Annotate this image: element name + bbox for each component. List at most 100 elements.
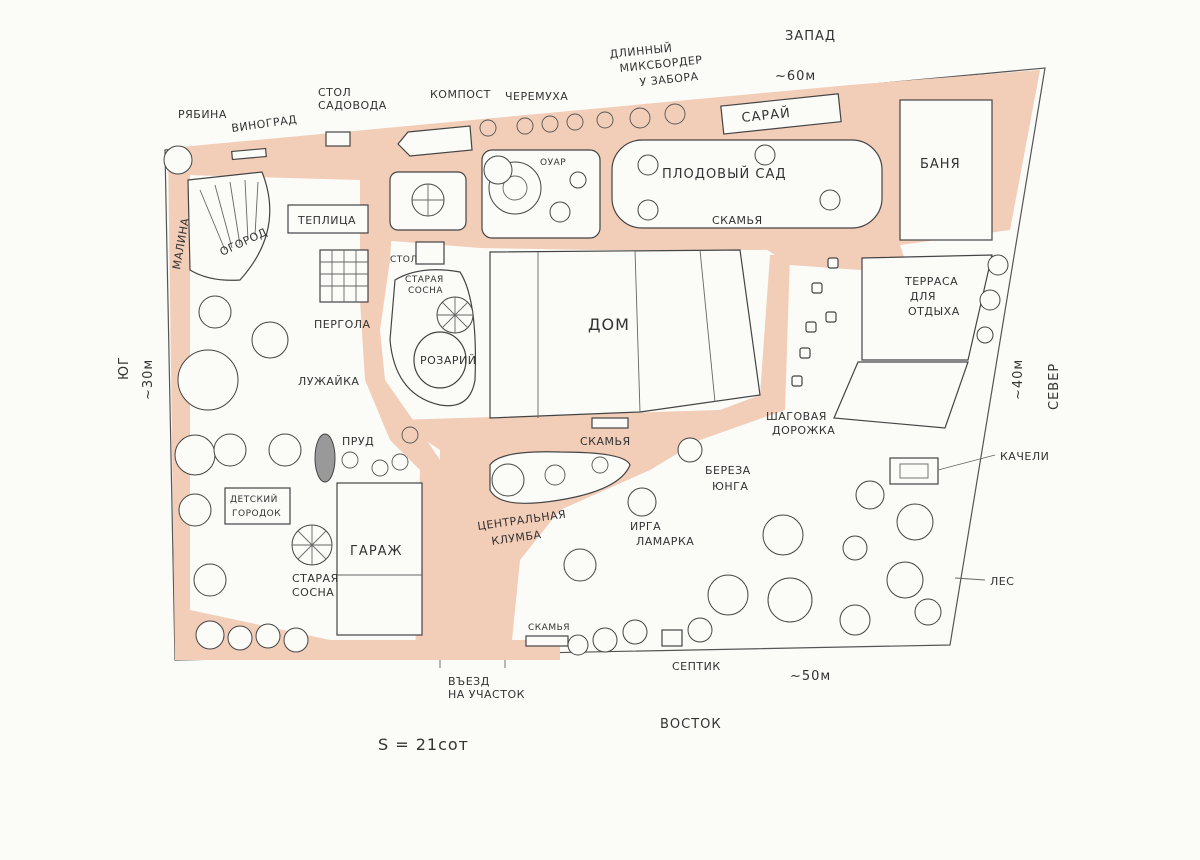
- forest-tree: [677, 437, 703, 463]
- label-les: ЛЕС: [990, 575, 1014, 588]
- forest-tree: [896, 503, 934, 541]
- label-stol-sadovoda-1: СТОЛ: [318, 86, 351, 99]
- stepping-stone: [805, 321, 817, 333]
- label-ovar: ОУАР: [540, 158, 566, 168]
- shrub: [371, 459, 389, 477]
- forest-tree: [762, 514, 804, 556]
- label-ryabina: РЯБИНА: [178, 108, 227, 121]
- mixborder-shrub: [516, 117, 534, 135]
- septic-tank: [661, 629, 683, 647]
- forest-tree: [622, 619, 648, 645]
- label-irga-1: ИРГА: [630, 520, 661, 533]
- label-bereza-2: ЮНГА: [712, 480, 748, 493]
- bed-orchard: [611, 139, 883, 229]
- compost: [397, 125, 473, 157]
- label-shagovaya-1: ШАГОВАЯ: [766, 410, 827, 423]
- label-vezd-1: ВЪЕЗД: [448, 675, 490, 688]
- label-terrasa-2: ДЛЯ: [910, 290, 936, 303]
- table: [415, 241, 445, 265]
- label-old-pine-top-2: СОСНА: [408, 286, 443, 296]
- label-skamya-garden: СКАМЬЯ: [712, 214, 763, 227]
- tree: [268, 433, 302, 467]
- garden-beds: [389, 139, 883, 504]
- dimension-top: ~60м: [775, 69, 816, 84]
- direction-east: ВОСТОК: [660, 717, 722, 732]
- orchard-tree: [637, 199, 659, 221]
- label-plodovy-sad: ПЛОДОВЫЙ САД: [662, 166, 787, 182]
- stepping-stones: [791, 257, 839, 387]
- label-terrasa-3: ОТДЫХА: [908, 305, 960, 318]
- forest-tree: [563, 548, 597, 582]
- tree: [177, 349, 239, 411]
- label-pergola: ПЕРГОЛА: [314, 318, 371, 331]
- rowan-tree: [163, 145, 193, 175]
- direction-north: СЕВЕР: [1047, 363, 1062, 410]
- tree: [987, 254, 1009, 276]
- forest-tree: [687, 617, 713, 643]
- label-irga-2: ЛАМАРКА: [636, 535, 694, 548]
- mixborder-shrub: [629, 107, 651, 129]
- forest-tree: [627, 487, 657, 517]
- structures: [224, 93, 993, 647]
- central-bed-shrub: [544, 464, 566, 486]
- dimension-bottom: ~50м: [790, 669, 831, 684]
- label-prud: ПРУД: [342, 435, 374, 448]
- bathhouse: [899, 99, 993, 241]
- forest-tree: [839, 604, 871, 636]
- mixborder-shrub: [541, 115, 559, 133]
- label-old-pine-top-1: СТАРАЯ: [405, 275, 444, 285]
- mixborder-shrub: [664, 103, 686, 125]
- direction-south: ЮГ: [117, 356, 132, 380]
- tree: [979, 289, 1001, 311]
- orchard-tree: [569, 171, 587, 189]
- playground: [224, 487, 291, 525]
- garage: [336, 482, 423, 636]
- rosarium: [413, 331, 467, 389]
- label-vinograd: ВИНОГРАД: [231, 113, 298, 135]
- center-bench: [591, 417, 629, 429]
- pond: [314, 433, 336, 483]
- label-skamya-center: СКАМЬЯ: [580, 435, 631, 448]
- terrace-deck: [833, 361, 969, 429]
- forest-tree: [707, 574, 749, 616]
- stepping-stone: [791, 375, 803, 387]
- trees: [163, 103, 1009, 656]
- label-kacheli: КАЧЕЛИ: [1000, 450, 1049, 463]
- bird-cherry-tree: [483, 155, 513, 185]
- forest-tree: [886, 561, 924, 599]
- label-kompost: КОМПОСТ: [430, 88, 491, 101]
- label-skamya-bottom: СКАМЬЯ: [528, 623, 570, 633]
- stepping-stone: [811, 282, 823, 294]
- mixborder-shrub: [566, 113, 584, 131]
- label-shagovaya-2: ДОРОЖКА: [772, 424, 835, 437]
- garden-table: [325, 131, 351, 147]
- label-saray: САРАЙ: [741, 105, 792, 126]
- tree: [195, 620, 225, 650]
- dimension-right: ~40м: [1011, 359, 1026, 400]
- forest-tree: [855, 480, 885, 510]
- label-old-pine-bottom-2: СОСНА: [292, 586, 334, 599]
- tree: [178, 493, 212, 527]
- tree: [255, 623, 281, 649]
- stepping-stone: [799, 347, 811, 359]
- label-dom: ДОМ: [588, 315, 630, 334]
- shrub: [341, 451, 359, 469]
- swing: [889, 457, 939, 485]
- tree: [193, 563, 227, 597]
- path-left: [168, 150, 335, 660]
- tree: [227, 625, 253, 651]
- label-bereza-1: БЕРЕЗА: [705, 464, 751, 477]
- label-banya: БАНЯ: [920, 157, 961, 172]
- dimension-left: ~30м: [141, 359, 156, 400]
- forest-tree: [592, 627, 618, 653]
- vegetable-garden: [187, 171, 271, 281]
- label-cheremukha: ЧЕРЕМУХА: [505, 90, 568, 103]
- orchard-tree: [549, 201, 571, 223]
- stepping-stone: [825, 311, 837, 323]
- label-rozariy: РОЗАРИЙ: [420, 354, 476, 367]
- tree: [251, 321, 289, 359]
- mixborder-shrub: [596, 111, 614, 129]
- forest-tree: [767, 577, 813, 623]
